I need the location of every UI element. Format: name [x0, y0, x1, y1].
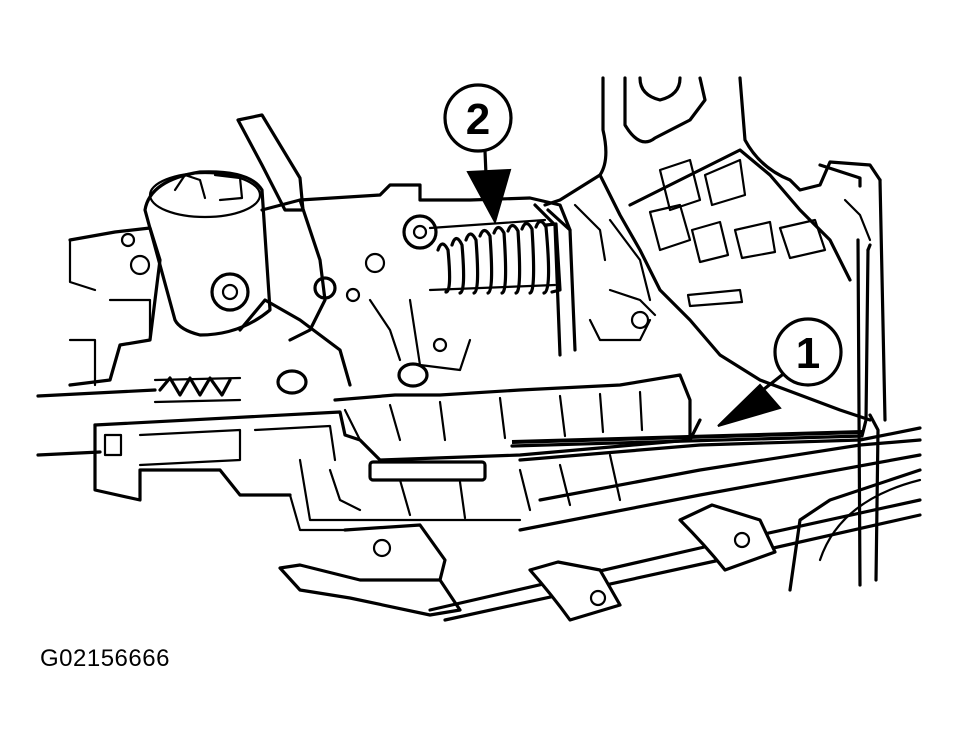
callout-2-arrowhead — [466, 168, 512, 225]
coil-spring — [436, 219, 562, 295]
callout-1-arrowhead — [717, 383, 782, 427]
spring-assembly — [260, 183, 657, 372]
rod-and-slide — [36, 373, 702, 522]
callout-2-label: 2 — [466, 95, 490, 144]
callout-1: 1 — [717, 317, 843, 427]
callout-2: 2 — [443, 83, 513, 225]
figure-id: G02156666 — [40, 645, 170, 672]
housing-structure — [543, 76, 887, 422]
cable-line — [510, 238, 880, 587]
callout-1-label: 1 — [796, 329, 820, 378]
lower-rails — [278, 426, 922, 622]
linkage — [153, 298, 429, 404]
actuator-housing — [68, 113, 305, 387]
